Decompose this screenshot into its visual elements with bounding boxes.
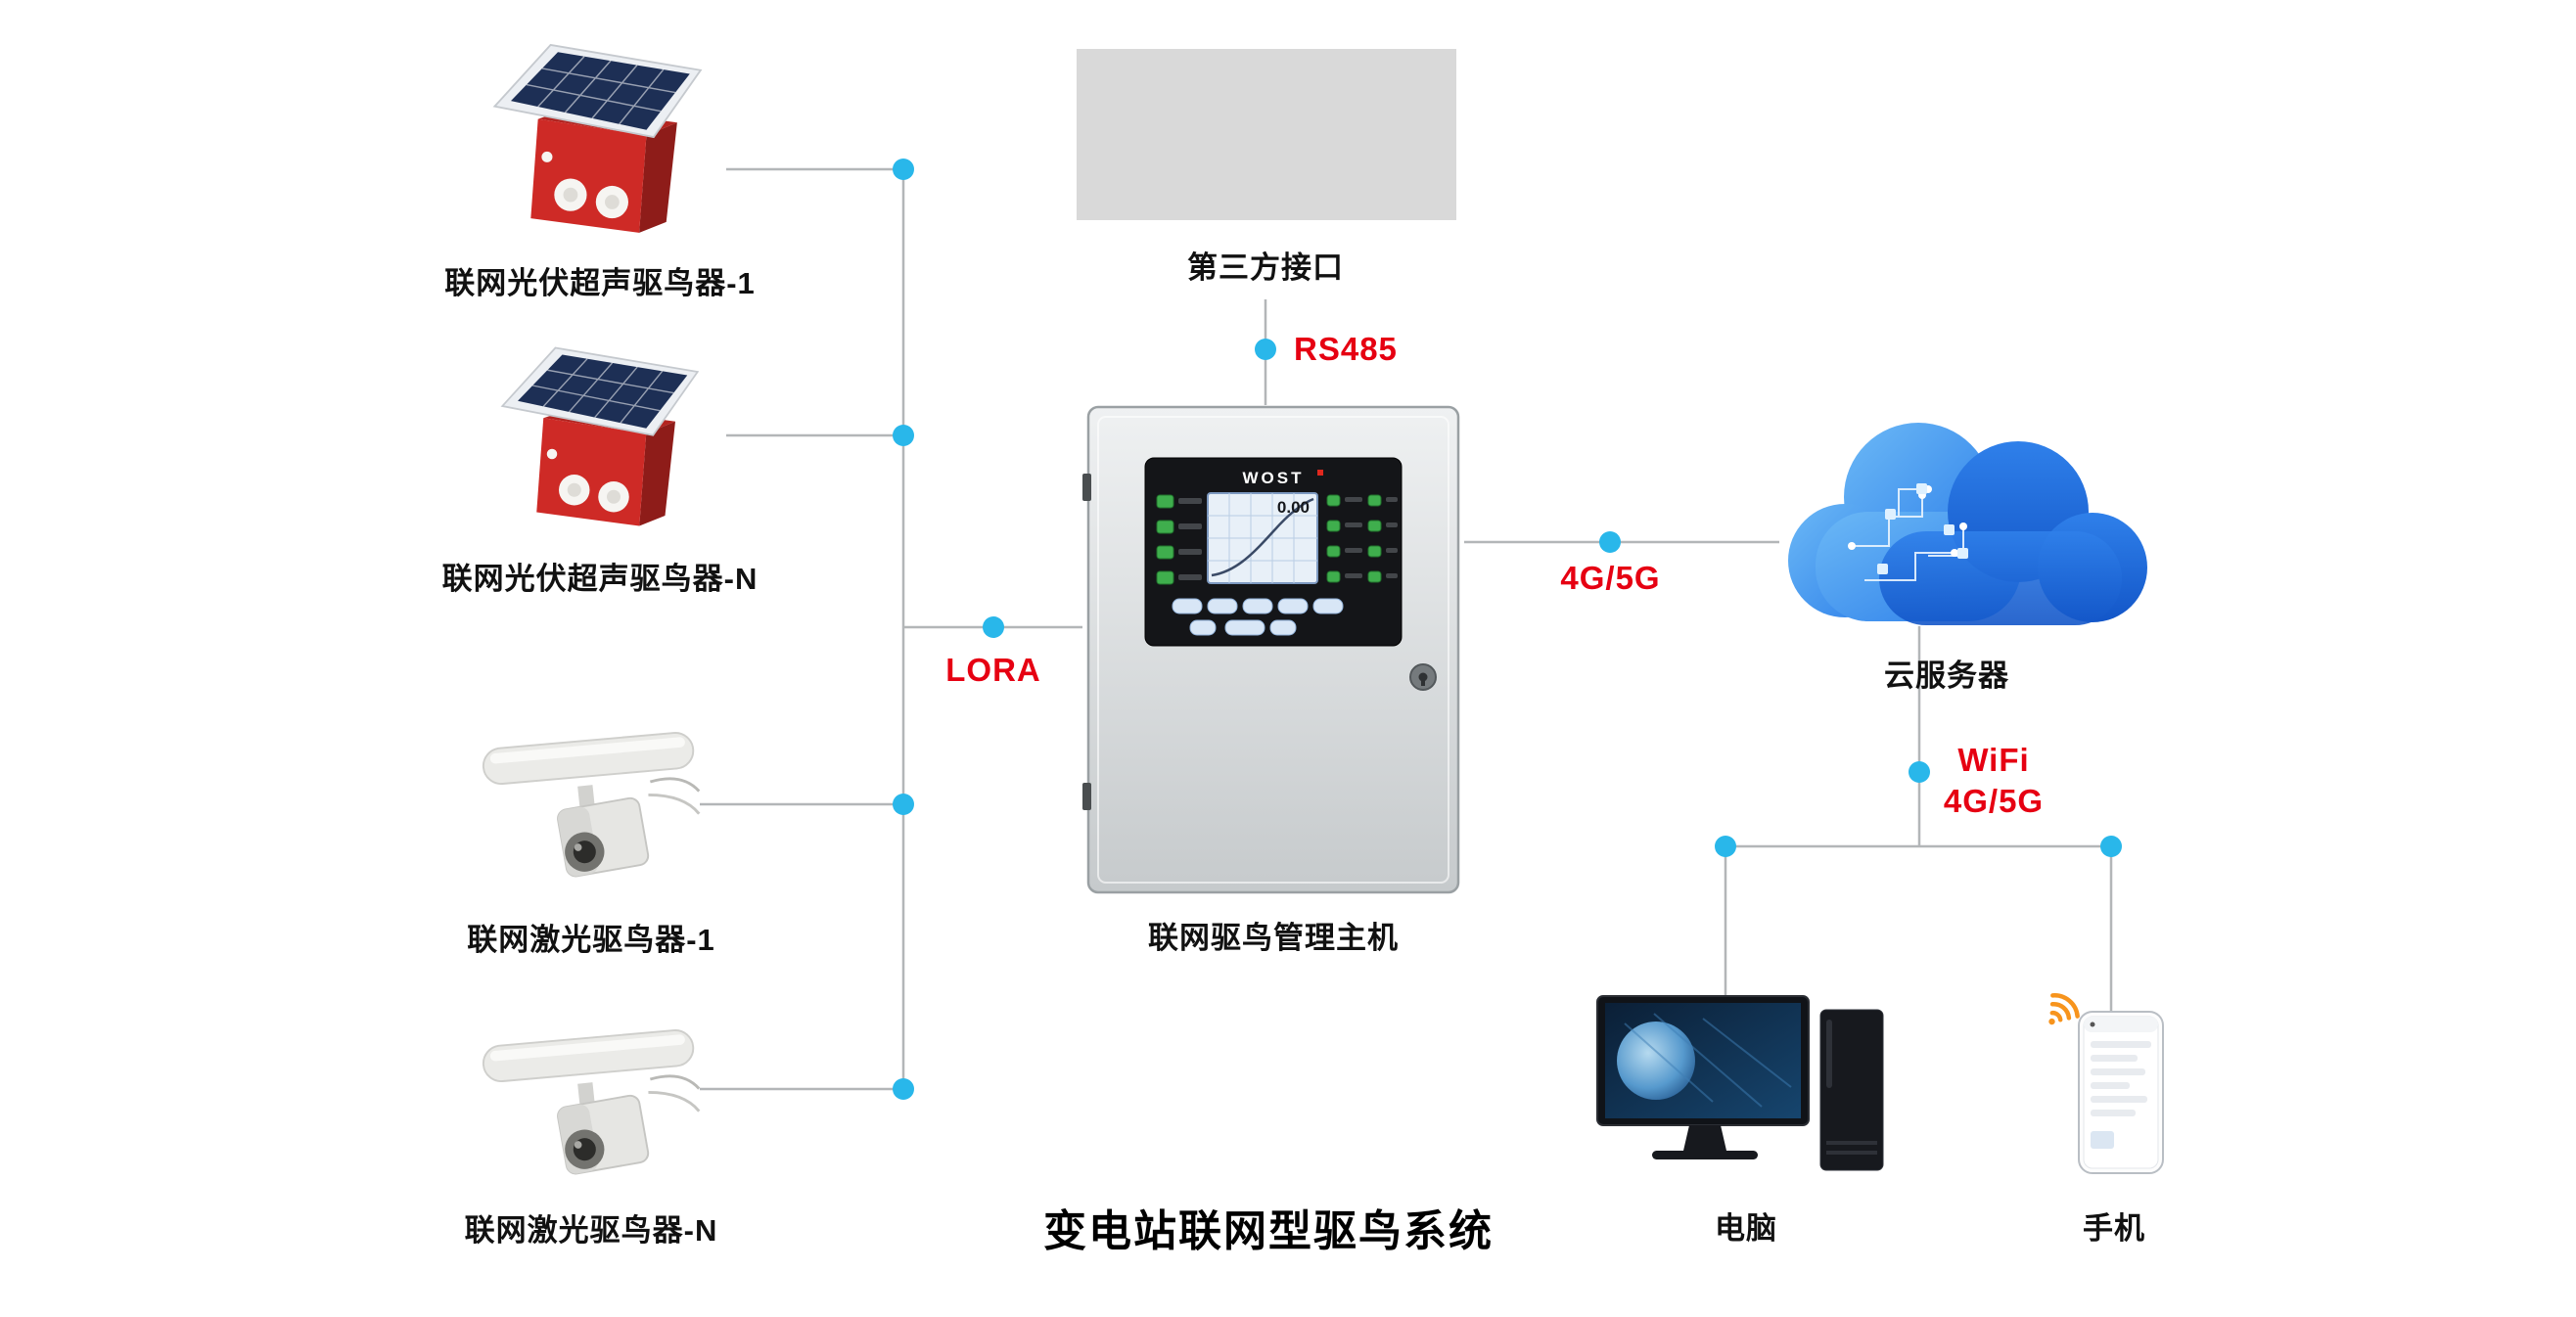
cabinet-keyhole — [1409, 663, 1437, 691]
pc-tower — [1819, 1009, 1884, 1171]
cloud-server-icon — [1788, 423, 2147, 625]
wifi-signal-icon — [2048, 993, 2080, 1025]
host-indicator-leds — [1326, 494, 1398, 583]
wifi-link-line2: 4G/5G — [1943, 783, 2045, 819]
solar-repeller-n-label: 联网光伏超声驱鸟器-N — [441, 562, 759, 596]
computer-label: 电脑 — [1715, 1211, 1777, 1246]
solar-repeller-1-icon — [493, 43, 702, 234]
cellular-link-label: 4G/5G — [1560, 560, 1661, 596]
laser-repeller-n-icon — [480, 1027, 701, 1177]
host-screen-value: 0.00 — [1277, 498, 1310, 517]
hinge-bottom — [1082, 783, 1091, 810]
cloud-label: 云服务器 — [1884, 658, 2009, 693]
host-label: 联网驱鸟管理主机 — [1148, 921, 1399, 955]
computer-icon — [1596, 995, 1884, 1171]
host-left-buttons — [1156, 494, 1202, 585]
hinge-top — [1082, 474, 1091, 501]
laser-repeller-1-icon — [480, 730, 701, 880]
host-keypad — [1172, 598, 1344, 636]
node-dots — [893, 159, 2122, 1100]
cloud-circuit-nodes — [1877, 483, 1968, 574]
laser-repeller-n-label: 联网激光驱鸟器-N — [464, 1213, 718, 1248]
rs485-link-label: RS485 — [1294, 331, 1398, 367]
wifi-link-line1: WiFi — [1957, 742, 2030, 778]
third-party-interface-box — [1077, 49, 1456, 220]
host-cabinet-icon: WOST 0.00 — [1082, 405, 1460, 894]
wifi-link-label: WiFi 4G/5G — [1910, 740, 2077, 822]
solar-repeller-1-label: 联网光伏超声驱鸟器-1 — [444, 266, 756, 300]
host-brand-logo: WOST — [1243, 469, 1305, 487]
laser-repeller-1-label: 联网激光驱鸟器-1 — [467, 923, 715, 957]
phone-icon — [2048, 993, 2164, 1174]
lora-link-label: LORA — [945, 652, 1041, 688]
phone-label: 手机 — [2083, 1211, 2145, 1246]
diagram-title: 变电站联网型驱鸟系统 — [1043, 1207, 1494, 1255]
solar-repeller-n-icon — [501, 346, 699, 527]
third-party-label: 第三方接口 — [1187, 250, 1344, 285]
